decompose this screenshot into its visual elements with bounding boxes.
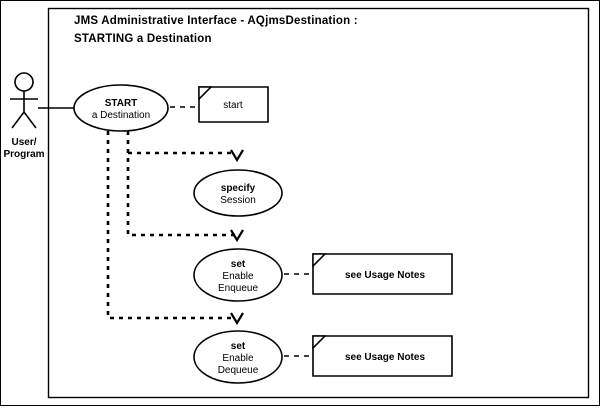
actor-label-line-1: User/	[11, 137, 36, 148]
arrowhead-set-enable-enqueue	[230, 229, 244, 243]
use-case-ellipse[interactable]	[193, 248, 283, 302]
note-enqueue-text: see Usage Notes	[345, 270, 425, 281]
use-case-start-a-destination[interactable]: START a Destination	[73, 84, 169, 132]
use-case-enqueue-label-1: set	[231, 259, 246, 270]
use-case-dequeue-label-1: set	[231, 341, 246, 352]
note-dequeue: see Usage Notes	[312, 335, 453, 377]
actor-head-icon	[14, 72, 34, 92]
use-case-start-label-1: START	[105, 98, 138, 109]
use-case-set-enable-dequeue[interactable]: set Enable Dequeue	[193, 330, 283, 384]
note-start-text: start	[223, 100, 243, 111]
use-case-start-label-2: a Destination	[92, 110, 150, 121]
note-enqueue: see Usage Notes	[312, 253, 453, 295]
actor-label-line-2: Program	[3, 149, 44, 160]
note-start-fold-edge	[198, 86, 212, 100]
note-start: start	[198, 86, 269, 123]
use-case-specify-session[interactable]: specify Session	[193, 169, 283, 217]
use-case-ellipse[interactable]	[193, 330, 283, 384]
system-boundary-box	[47, 7, 590, 399]
arrowhead-specify-session	[230, 149, 244, 163]
note-dequeue-fold-edge	[312, 335, 326, 349]
diagram-title-line-1: JMS Administrative Interface - AQjmsDest…	[74, 15, 358, 27]
use-case-dequeue-label-3: Dequeue	[218, 365, 259, 376]
actor-user-program: User/ Program	[3, 72, 45, 160]
use-case-ellipse[interactable]	[193, 169, 283, 217]
use-case-enqueue-label-2: Enable	[222, 271, 254, 282]
connector-start-to-set-enable-dequeue	[106, 131, 236, 320]
use-case-ellipse[interactable]	[73, 84, 169, 132]
use-case-specify-label-1: specify	[221, 183, 256, 194]
use-case-set-enable-enqueue[interactable]: set Enable Enqueue	[193, 248, 283, 302]
use-case-enqueue-label-3: Enqueue	[218, 283, 258, 294]
note-enqueue-fold-edge	[312, 253, 326, 267]
use-case-specify-label-2: Session	[220, 195, 256, 206]
use-case-dequeue-label-2: Enable	[222, 353, 254, 364]
note-dequeue-text: see Usage Notes	[345, 352, 425, 363]
actor-left-leg-icon	[11, 111, 25, 129]
actor-right-leg-icon	[23, 111, 37, 129]
arrowhead-set-enable-dequeue	[230, 312, 244, 326]
diagram-title-line-2: STARTING a Destination	[74, 33, 212, 45]
